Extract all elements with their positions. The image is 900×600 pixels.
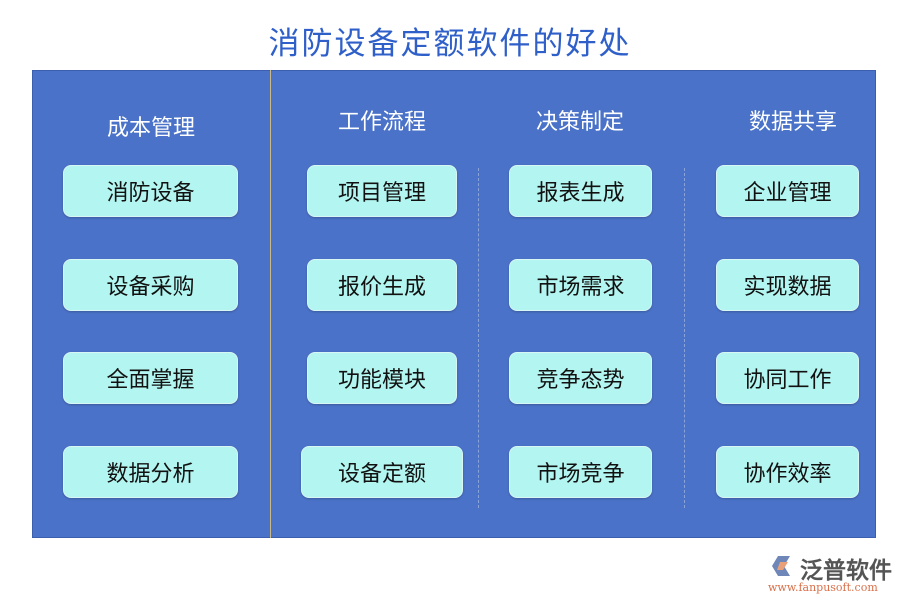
- benefit-box: 功能模块: [307, 352, 457, 404]
- benefit-box: 全面掌握: [63, 352, 238, 404]
- logo-name: 泛普软件: [800, 558, 892, 584]
- column-header: 决策制定: [535, 110, 624, 135]
- page-title: 消防设备定额软件的好处: [268, 26, 632, 62]
- benefit-box: 协同工作: [716, 352, 859, 404]
- column-divider: [270, 70, 271, 538]
- benefit-box: 设备采购: [63, 259, 238, 311]
- dashed-divider: [478, 168, 479, 508]
- benefit-box: 实现数据: [716, 259, 859, 311]
- benefit-box: 设备定额: [301, 446, 463, 498]
- benefit-box: 协作效率: [716, 446, 859, 498]
- dashed-divider: [684, 168, 685, 508]
- logo-icon: [772, 556, 790, 576]
- benefit-box: 市场需求: [509, 259, 652, 311]
- logo-url: www.fanpusoft.com: [768, 581, 878, 594]
- benefit-box: 报表生成: [509, 165, 652, 217]
- benefit-box: 消防设备: [63, 165, 238, 217]
- benefit-box: 企业管理: [716, 165, 859, 217]
- column-header: 工作流程: [337, 110, 426, 135]
- benefit-box: 市场竞争: [509, 446, 652, 498]
- fanpu-logo: 泛普软件 www.fanpusoft.com: [768, 551, 893, 596]
- benefit-box: 项目管理: [307, 165, 457, 217]
- benefit-box: 报价生成: [307, 259, 457, 311]
- column-header: 成本管理: [106, 116, 195, 141]
- column-header: 数据共享: [748, 110, 837, 135]
- benefit-box: 竞争态势: [509, 352, 652, 404]
- benefit-box: 数据分析: [63, 446, 238, 498]
